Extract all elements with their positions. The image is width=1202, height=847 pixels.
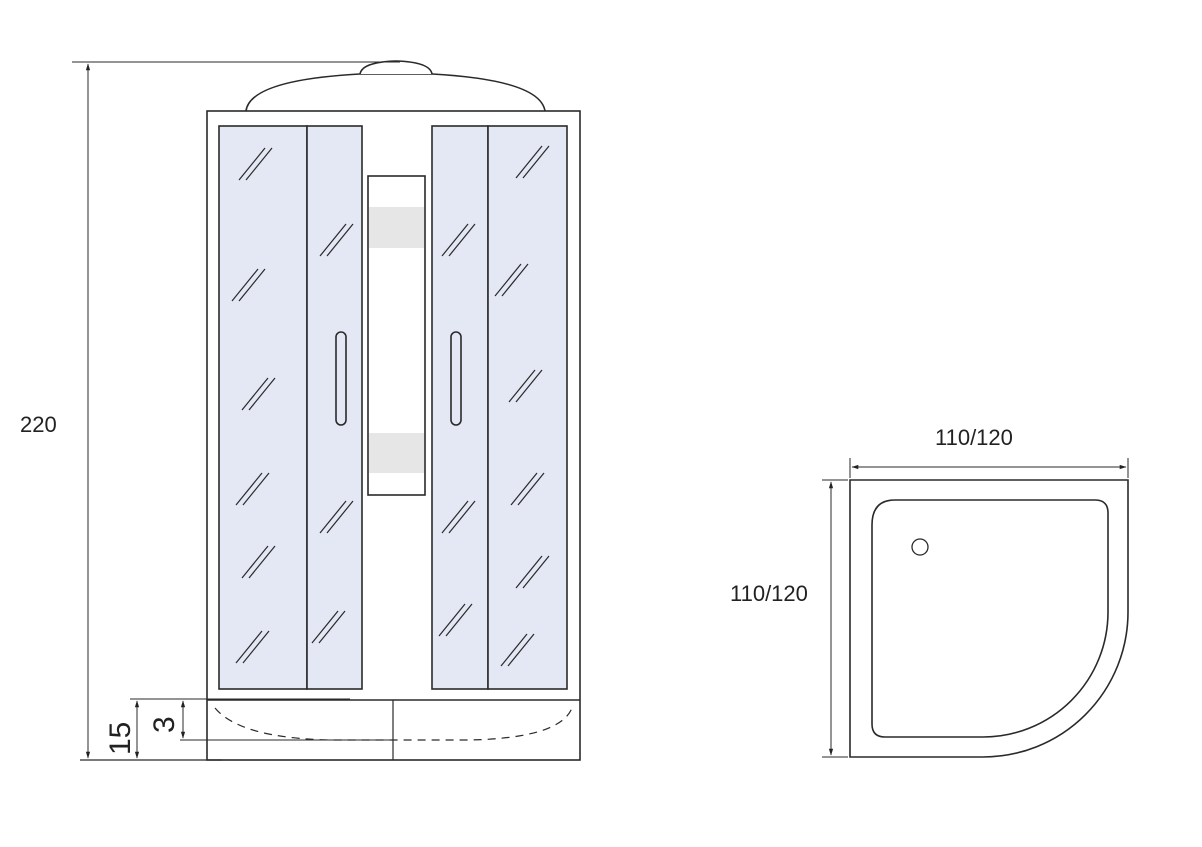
glass-reflection-mark [318, 610, 346, 644]
tray-height-label: 15 [104, 722, 137, 755]
plan-width-label: 110/120 [935, 425, 1013, 450]
glass-reflection-mark [445, 603, 473, 637]
tray-inner-basin [871, 499, 1109, 738]
glass-reflection-mark [242, 472, 270, 506]
glass-reflection-mark [311, 610, 339, 644]
glass-reflection-mark [515, 145, 543, 179]
glass-reflection-mark [515, 555, 543, 589]
glass-reflection-mark [242, 630, 270, 664]
glass-reflection-mark [241, 377, 269, 411]
glass-reflection-mark [510, 472, 538, 506]
glass-reflection-mark [441, 500, 469, 534]
glass-reflection-mark [515, 369, 543, 403]
glass-reflection-mark [441, 223, 469, 257]
glass-right-outer [487, 125, 568, 690]
front-view [72, 60, 581, 761]
glass-reflection-mark [448, 500, 476, 534]
glass-reflection-mark [235, 472, 263, 506]
center-band-bottom [369, 433, 424, 473]
glass-reflection-mark [522, 145, 550, 179]
glass-reflection-mark [231, 268, 259, 302]
glass-reflection-mark [448, 223, 476, 257]
plan-depth-label: 110/120 [730, 581, 808, 606]
center-band-top [369, 207, 424, 248]
tray-depth-label: 3 [148, 716, 181, 733]
glass-reflection-mark [507, 633, 535, 667]
roof-cap [359, 60, 433, 75]
glass-reflection-mark [501, 263, 529, 297]
roof-dome [245, 73, 546, 112]
glass-reflection-mark [522, 555, 550, 589]
glass-reflection-mark [319, 223, 347, 257]
glass-reflection-mark [238, 268, 266, 302]
glass-reflection-mark [235, 630, 263, 664]
glass-reflection-mark [248, 377, 276, 411]
glass-reflections [231, 145, 550, 667]
height-label: 220 [20, 412, 57, 437]
glass-left-outer [218, 125, 308, 690]
drain-icon [911, 538, 929, 556]
glass-reflection-mark [500, 633, 528, 667]
glass-reflection-mark [245, 147, 273, 181]
glass-reflection-mark [508, 369, 536, 403]
glass-reflection-mark [248, 545, 276, 579]
plan-view [822, 458, 1129, 758]
tray-outline [849, 479, 1129, 758]
glass-reflection-mark [517, 472, 545, 506]
glass-reflection-mark [438, 603, 466, 637]
glass-reflection-mark [319, 500, 347, 534]
glass-reflection-mark [494, 263, 522, 297]
glass-reflection-mark [326, 500, 354, 534]
glass-reflection-mark [326, 223, 354, 257]
glass-reflection-mark [238, 147, 266, 181]
door-handle-left [335, 331, 347, 426]
door-handle-right [450, 331, 462, 426]
glass-left-inner [306, 125, 363, 690]
glass-reflection-mark [241, 545, 269, 579]
